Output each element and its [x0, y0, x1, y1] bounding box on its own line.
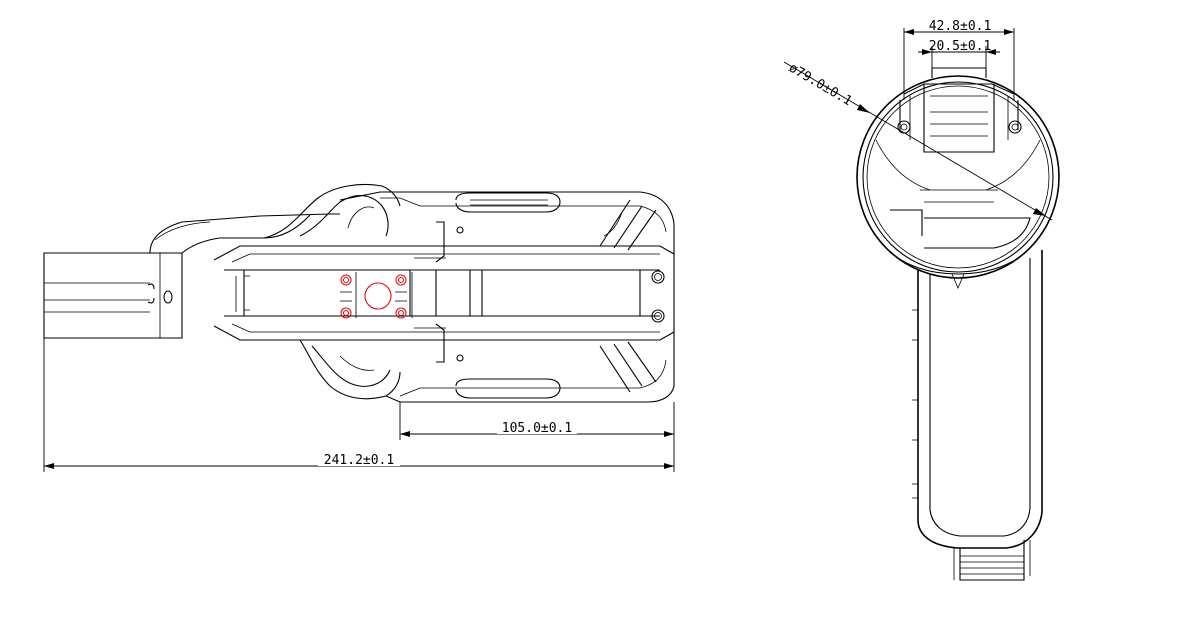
overall-length-dimension: 241.2±0.1 [43, 338, 675, 472]
barrel-length-dimension: 105.0±0.1 [399, 402, 675, 440]
outer-ring [856, 75, 1060, 279]
side-view [43, 183, 675, 403]
outer-width-label: 42.8±0.1 [929, 19, 992, 34]
mounting-hole [340, 274, 352, 286]
diameter-label: ø79.0±0.1 [786, 61, 854, 110]
screw-right [1008, 120, 1022, 134]
front-view [856, 67, 1060, 581]
rear-neck [149, 213, 340, 254]
mounting-hole [340, 307, 352, 319]
cap-hole [163, 290, 173, 304]
mounting-hole [395, 307, 407, 319]
inner-channel [243, 270, 641, 316]
bottom-slot [455, 378, 561, 399]
screw-hole [651, 270, 665, 284]
threaded-end [959, 540, 1025, 581]
mounting-hole [395, 274, 407, 286]
barrel-body [339, 191, 675, 403]
outer-width-dimension: 42.8±0.1 [903, 19, 1015, 100]
lower-grip [299, 339, 401, 400]
top-slot [455, 192, 561, 213]
handle-body [917, 250, 1043, 549]
inner-width-dimension: 20.5±0.1 [918, 39, 1000, 68]
screw-hole [651, 309, 665, 323]
barrel-length-label: 105.0±0.1 [502, 421, 572, 436]
nozzle-cap [43, 252, 183, 339]
center-bore [364, 282, 392, 310]
top-rail [213, 245, 675, 261]
top-bracket [931, 67, 987, 78]
bottom-rail [213, 325, 675, 341]
upper-grip [263, 183, 401, 239]
overall-length-label: 241.2±0.1 [324, 453, 394, 468]
inner-width-label: 20.5±0.1 [929, 39, 992, 54]
